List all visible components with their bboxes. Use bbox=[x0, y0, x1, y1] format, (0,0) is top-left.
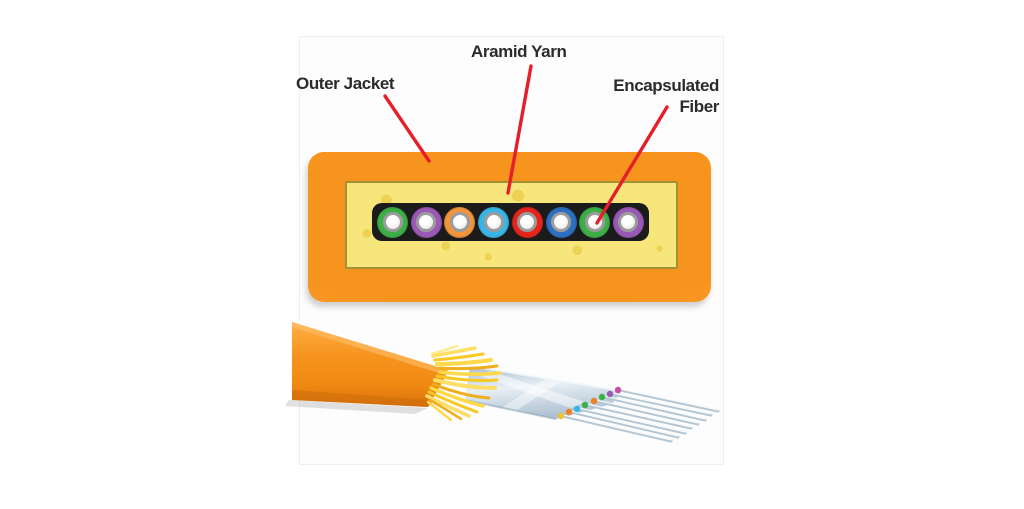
fiber-exit-band bbox=[590, 397, 598, 405]
cable-shadow bbox=[285, 400, 428, 414]
fiber-1-green bbox=[377, 206, 408, 238]
fiber-core bbox=[382, 212, 403, 232]
fiber-ribbon bbox=[372, 203, 649, 241]
fiber-exit-band bbox=[614, 386, 622, 394]
fiber-2-purple bbox=[410, 206, 442, 238]
fiber-core bbox=[551, 212, 572, 232]
encapsulation-streak bbox=[480, 371, 585, 408]
fiber-exit-band bbox=[606, 390, 614, 398]
stripped-cable-3d bbox=[285, 322, 720, 443]
fiber-5-red bbox=[511, 206, 543, 238]
aramid-yarn-strands bbox=[425, 344, 502, 422]
fiber-3-orange bbox=[444, 206, 476, 238]
label-encapsulated-line1: Encapsulated bbox=[613, 76, 719, 95]
jacket-front-face bbox=[292, 390, 435, 407]
label-encapsulated-line2: Fiber bbox=[679, 97, 719, 116]
fiber-7-green bbox=[579, 206, 611, 238]
fiber-6-blue bbox=[545, 206, 577, 238]
fiber-core bbox=[483, 212, 504, 232]
fiber-exit-bands bbox=[557, 386, 622, 420]
jacket-top-highlight bbox=[292, 322, 448, 375]
fiber-core bbox=[449, 212, 470, 232]
fiber-core bbox=[517, 212, 538, 232]
encapsulation-edge-highlight bbox=[469, 365, 623, 392]
encapsulation-streak bbox=[500, 376, 563, 413]
fiber-core bbox=[584, 212, 605, 232]
bare-fibers bbox=[561, 388, 720, 443]
fiber-exit-band bbox=[581, 401, 589, 409]
encapsulation-edge-shade bbox=[464, 399, 557, 420]
fiber-core bbox=[618, 212, 639, 232]
fiber-8-purple bbox=[612, 206, 644, 238]
fiber-core bbox=[416, 212, 437, 232]
fiber-exit-band bbox=[557, 412, 565, 420]
fiber-exit-band bbox=[565, 408, 573, 416]
jacket-3d bbox=[292, 322, 448, 407]
label-aramid-yarn: Aramid Yarn bbox=[471, 42, 567, 61]
fiber-exit-band bbox=[573, 405, 581, 413]
fiber-4-cyan bbox=[478, 206, 510, 238]
label-outer-jacket: Outer Jacket bbox=[296, 74, 395, 93]
label-encapsulated-fiber: Encapsulated Fiber bbox=[580, 75, 719, 117]
fiber-exit-band bbox=[598, 393, 606, 401]
